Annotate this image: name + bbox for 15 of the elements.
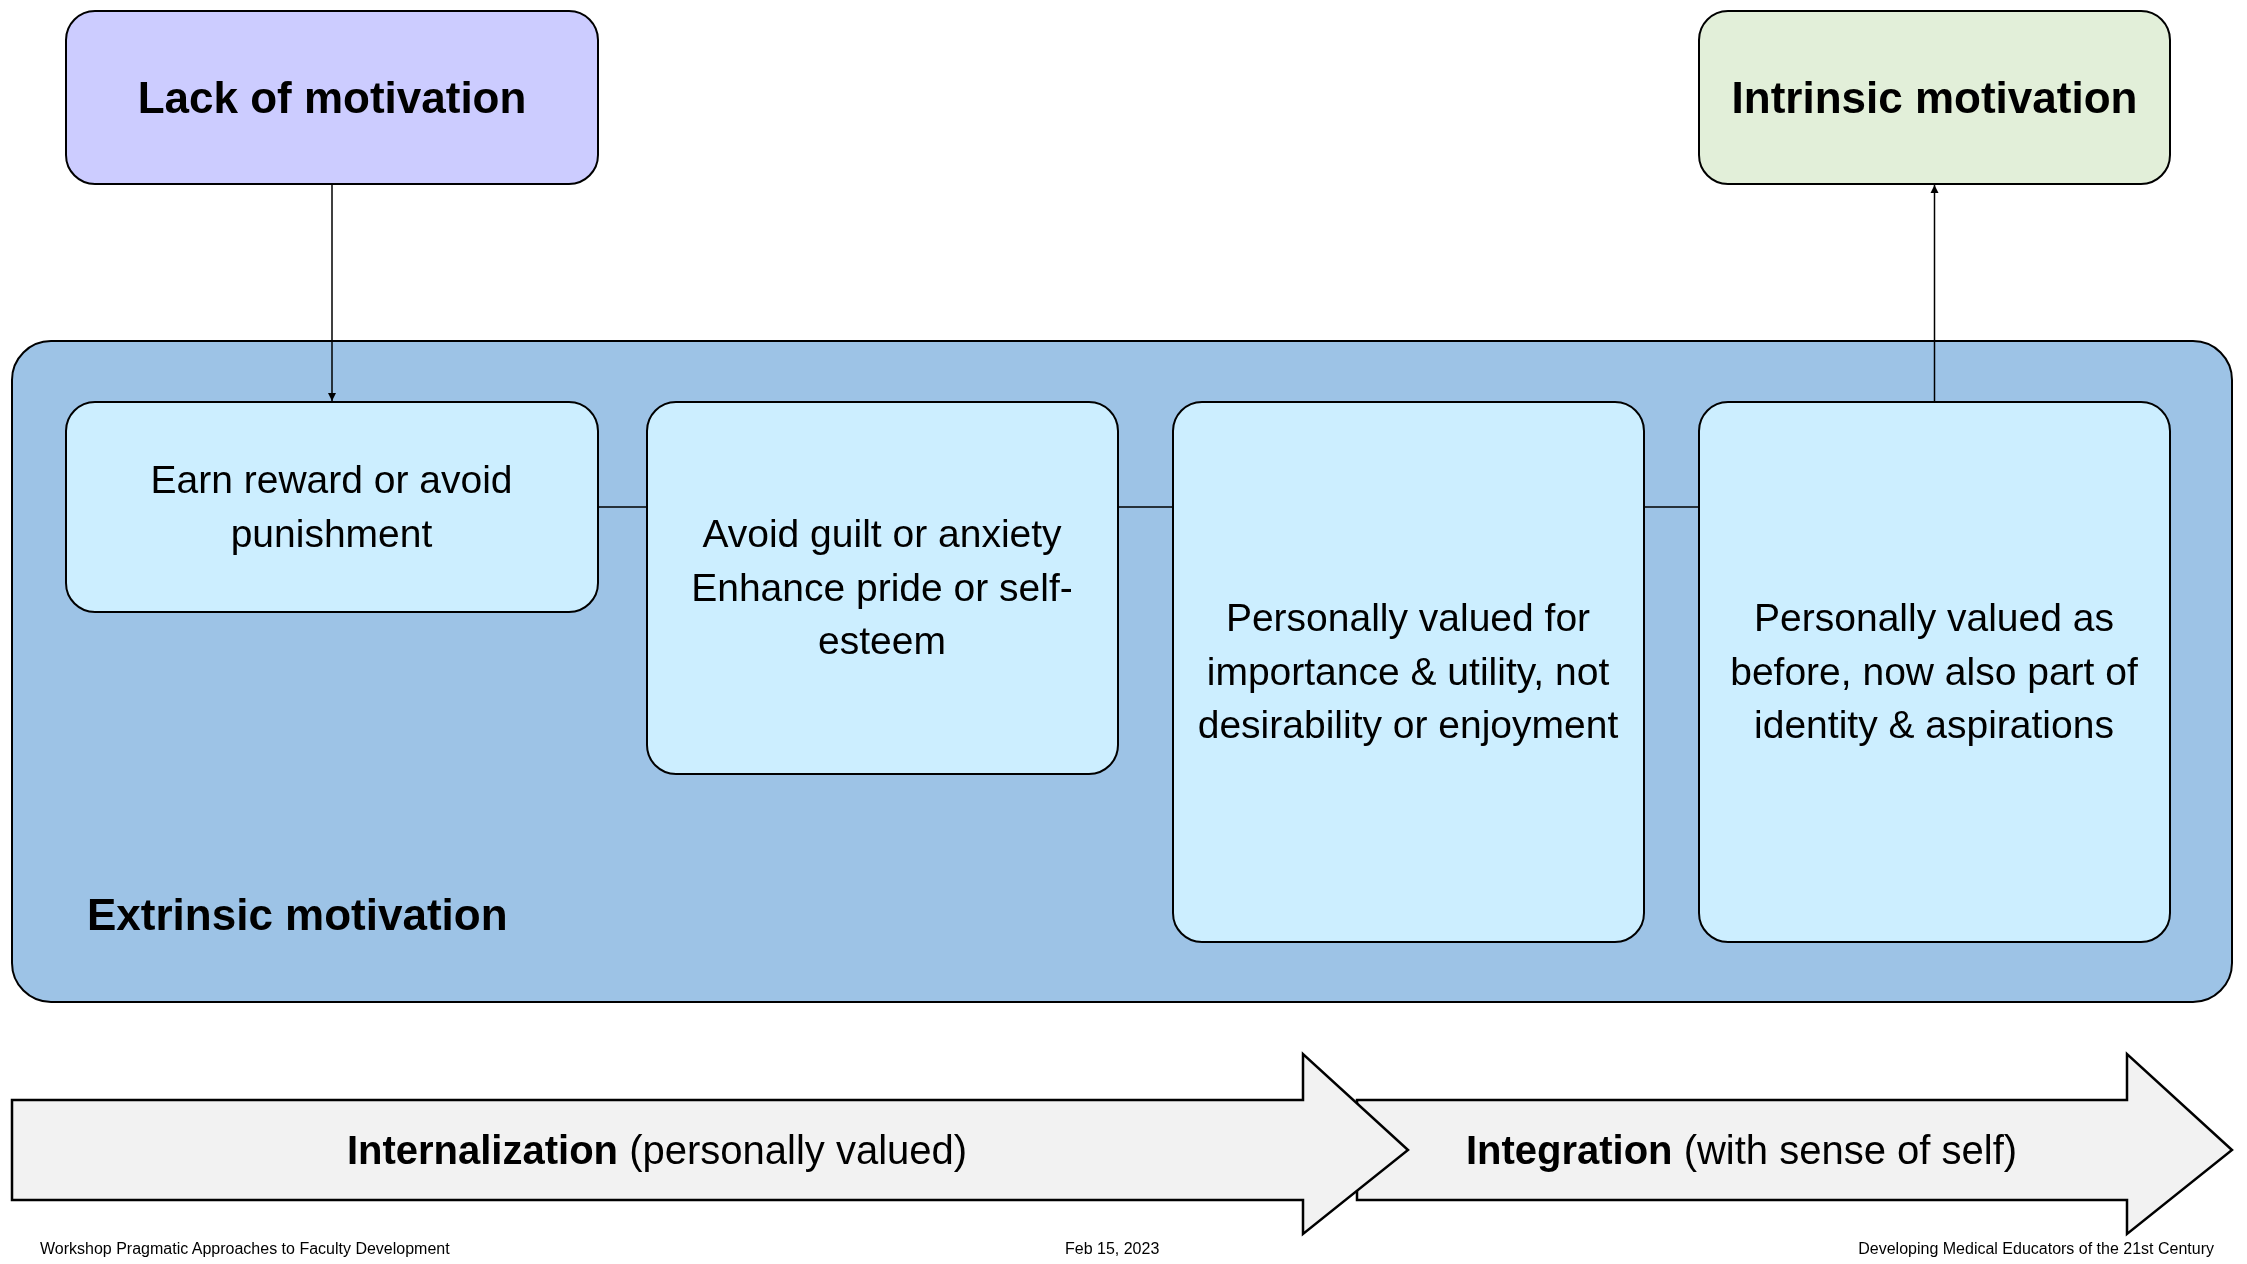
connector-line [1644, 506, 1699, 508]
arrow-label: Internalization (personally valued) [346, 1127, 968, 1173]
state-box: Lack of motivation [65, 10, 599, 185]
stage-box: Personally valued for importance & utility, not desirability or enjoyment [1171, 400, 1645, 943]
arrow [1930, 184, 1939, 402]
stage-box: Earn reward or avoid punishment [64, 400, 599, 613]
group-panel [11, 340, 2233, 1003]
stage-box: Avoid guilt or anxiety Enhance pride or self-esteem [645, 400, 1119, 775]
connector-line [598, 506, 647, 508]
connector-line [1118, 506, 1173, 508]
arrow-label: Integration (with sense of self) [1465, 1127, 2018, 1173]
arrow [328, 184, 336, 402]
group-heading: Extrinsic motivation [87, 890, 508, 940]
state-box: Intrinsic motivation [1698, 10, 2171, 185]
stage-box: Personally valued as before, now also part of identity & aspirations [1697, 400, 2171, 943]
